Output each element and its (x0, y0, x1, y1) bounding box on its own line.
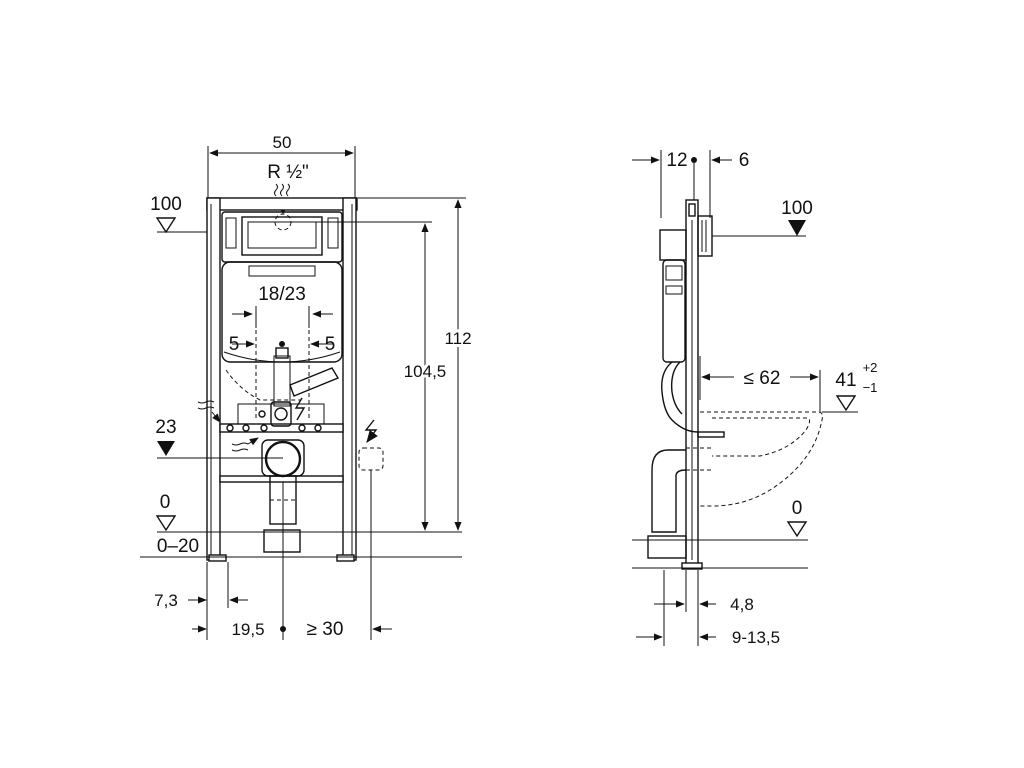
depth-12-label: 12 (666, 150, 687, 171)
level-0-label: 0 (160, 492, 171, 513)
level-23-marker: 23 (155, 417, 283, 459)
leg-distance-label: 7,3 (154, 591, 178, 610)
wall-range-label: 9-13,5 (732, 628, 780, 647)
width-label: 50 (273, 133, 292, 152)
level-0-marker: 0 (155, 492, 462, 533)
side-frame (681, 199, 703, 570)
depth-6-label: 6 (739, 150, 750, 171)
bowl-height-label: 41 (835, 370, 856, 391)
flush-offset-markers (232, 306, 333, 348)
center-distance-label: 19,5 (231, 620, 264, 639)
front-view: 50 R ½" (140, 133, 475, 640)
thread-label: R ½" (267, 162, 309, 183)
offset-right-label: 5 (325, 334, 336, 355)
bowl-projection-label: ≤ 62 (744, 368, 781, 389)
electric-connection-icon (358, 419, 384, 640)
side-level-0-marker: 0 (632, 498, 808, 541)
min-side-label: ≥ 30 (307, 619, 344, 640)
water-pipe-center-icon (231, 437, 259, 452)
frame-offset-label: 4,8 (730, 595, 754, 614)
floor-range-label: 0–20 (157, 536, 199, 557)
flush-range-label: 18/23 (258, 284, 306, 305)
side-level-100-label: 100 (781, 198, 813, 219)
bowl-tolerance-minus: −1 (863, 380, 878, 395)
level-100-label: 100 (150, 194, 182, 215)
bowl-height-marker: 41 +2 −1 (822, 360, 878, 413)
fittings (226, 410, 322, 432)
level-23-label: 23 (155, 417, 176, 438)
electric-center-icon (294, 397, 306, 421)
depth-dimensions (632, 150, 732, 218)
toilet-bowl (700, 411, 823, 507)
water-pipe-left-icon (197, 400, 221, 423)
total-height-label: 112 (444, 329, 471, 348)
bowl-tolerance-plus: +2 (863, 360, 878, 375)
side-level-0-label: 0 (792, 498, 803, 519)
side-level-100-marker: 100 (712, 198, 813, 237)
cistern (221, 211, 343, 425)
width-dimension: 50 R ½" (207, 133, 356, 198)
height-dimensions (290, 197, 466, 531)
bottom-dimensions (188, 482, 392, 640)
flush-height-label: 104,5 (404, 362, 447, 381)
bowl-projection-dimension (699, 356, 821, 412)
offset-left-label: 5 (229, 334, 240, 355)
frame (206, 197, 358, 562)
side-bottom-dimensions (636, 570, 716, 646)
level-100-marker: 100 (150, 194, 207, 234)
side-view: 12 6 (632, 150, 877, 647)
side-drain (647, 431, 725, 559)
flush-pipe (255, 330, 340, 427)
